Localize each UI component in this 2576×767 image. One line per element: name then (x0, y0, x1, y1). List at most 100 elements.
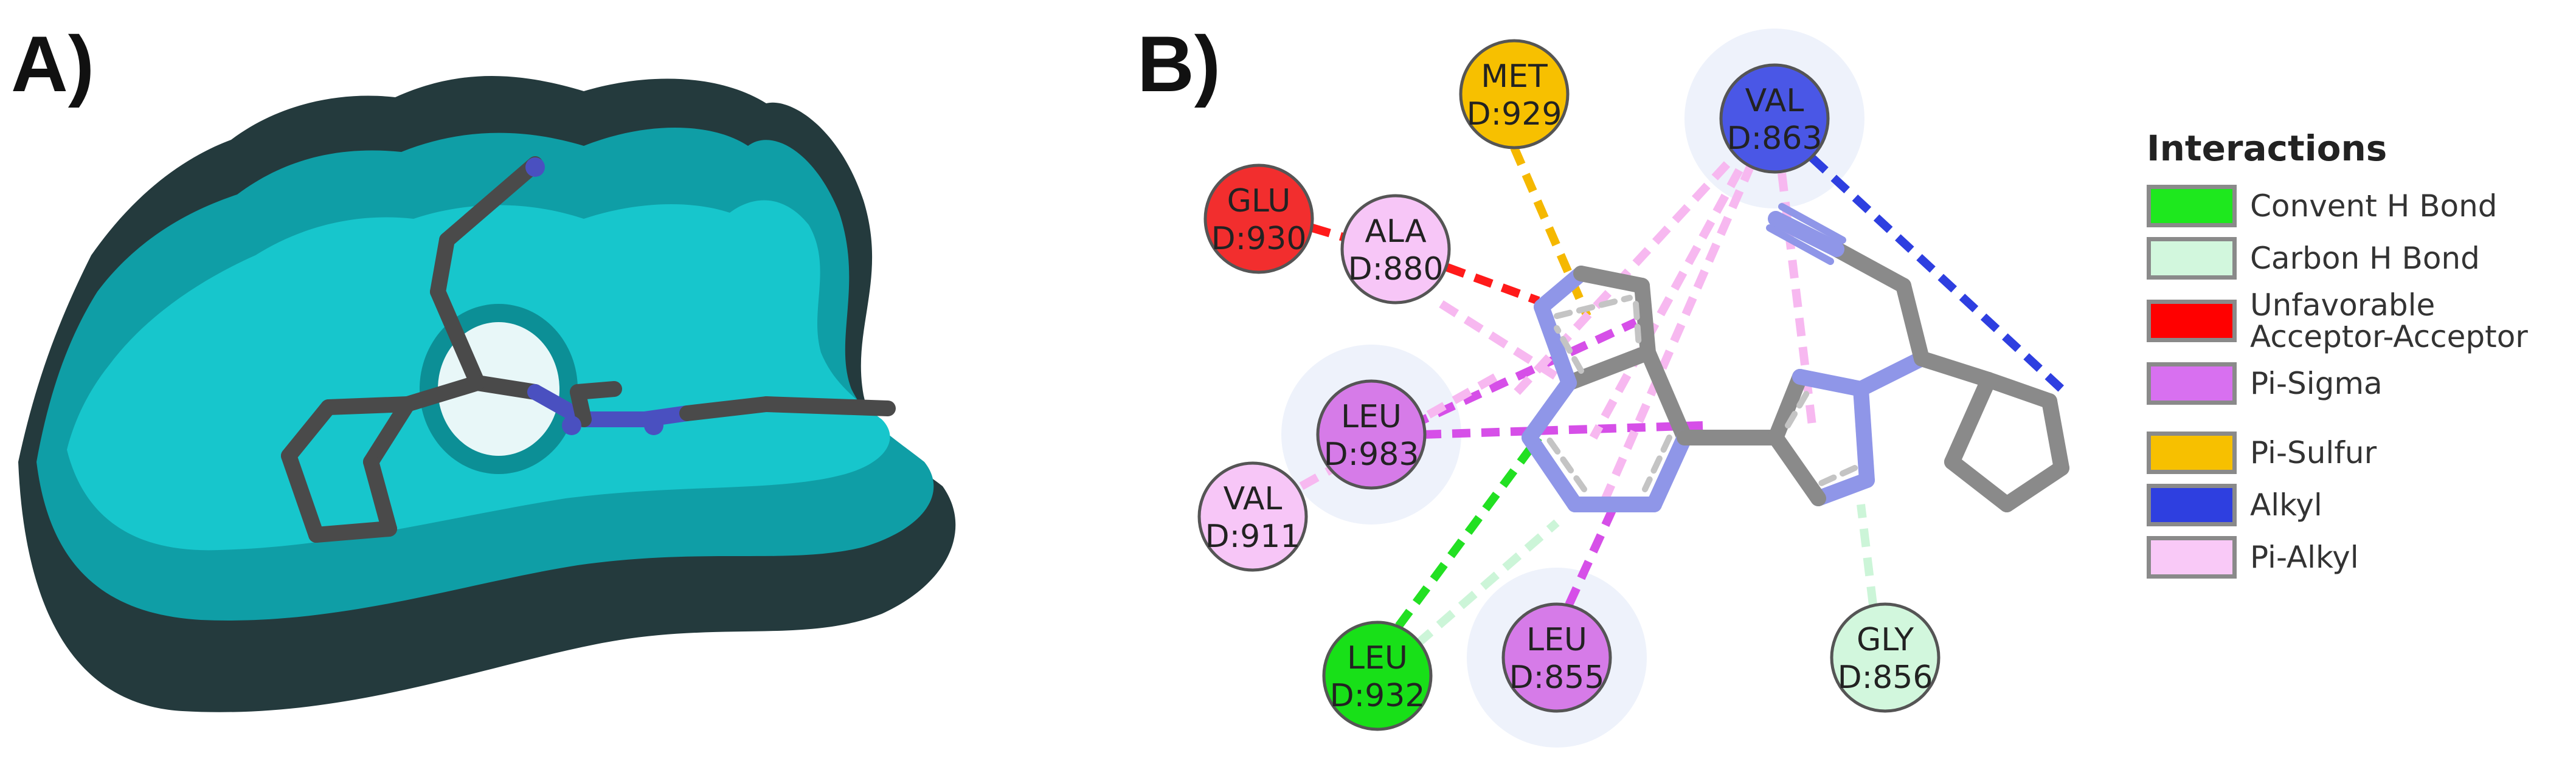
interaction-line-carbon-h-bond (1857, 504, 1877, 605)
ligand-bond (1810, 472, 1875, 506)
residue-number: D:911 (1205, 518, 1301, 555)
ligand-bond (1853, 351, 1930, 397)
residue-number: D:983 (1324, 436, 1419, 473)
residue-disc (1322, 621, 1433, 731)
legend-gap (2147, 414, 2566, 432)
ligand-3d-nitrogen-atom (644, 416, 663, 435)
ligand-3d-bond (281, 399, 336, 464)
residue-number: D:930 (1211, 221, 1307, 257)
ligand-bond (1534, 299, 1577, 391)
interaction-line-carbon-h-bond (1414, 519, 1560, 648)
ligand-bond (1646, 430, 1692, 512)
ligand-3d-bond (363, 454, 397, 537)
ligand-3d-bond (308, 521, 397, 543)
ligand-bond (1944, 454, 2015, 512)
residue-name: LEU (1526, 622, 1587, 658)
ligand-aromatic-bond (1642, 435, 1672, 492)
ligand-aromatic-bond (1818, 465, 1858, 486)
ligand-aromatic-bond (1554, 325, 1584, 374)
panel-a-label: A) (11, 19, 95, 108)
ligand-3d-bond (430, 232, 455, 300)
residue-disc (1316, 379, 1427, 490)
ligand-bond (1829, 241, 1911, 294)
residue-disc (1203, 163, 1314, 274)
ligand-bond (1534, 266, 1589, 315)
ligand-3d-bond (363, 396, 415, 470)
interaction-line-conventional-h-bond (1395, 435, 1542, 629)
ligand-bond (1522, 430, 1583, 512)
residue-name: MET (1481, 58, 1548, 95)
residue-number: D:929 (1467, 96, 1562, 132)
ligand-3d-bond (320, 396, 415, 415)
legend-swatch (2147, 536, 2237, 579)
ligand-bond (1792, 369, 1869, 397)
ligand-bond (1640, 345, 1692, 445)
residue-name: VAL (1745, 83, 1804, 119)
legend-swatch (2147, 237, 2237, 280)
legend-label: Alkyl (2250, 487, 2322, 523)
ligand-aromatic-bond (1785, 386, 1812, 428)
ligand-bond (1944, 372, 1996, 470)
ligand-3d-bond (679, 396, 774, 421)
nitrile-triple-bond (1778, 203, 1846, 244)
residue-name: LEU (1347, 640, 1408, 676)
residue-disc (1340, 194, 1451, 304)
ligand-bond (1853, 381, 1875, 488)
residue-number: D:863 (1727, 120, 1823, 157)
legend-swatch (2147, 300, 2237, 342)
ligand-bond (1999, 460, 2069, 512)
ligand-bond (1573, 266, 1650, 294)
residue-number: D:880 (1348, 251, 1444, 287)
legend-label: Pi-Sigma (2250, 366, 2383, 401)
ligand-3d-nitrogen-atom (562, 416, 581, 435)
ligand-3d-bond (570, 381, 622, 400)
legend-label: Pi-Sulfur (2250, 435, 2377, 470)
residue-disc (1197, 461, 1308, 572)
interaction-line-pi-alkyl (1601, 162, 1756, 500)
legend-item: Pi-Sigma (2147, 362, 2566, 405)
legend-swatch (2147, 432, 2237, 474)
ligand-2d (1522, 203, 2069, 512)
ligand-bond (1896, 278, 1930, 366)
interaction-line-pi-alkyl (1589, 168, 1743, 440)
ligand-3d-bond (430, 284, 485, 391)
legend-label: Pi-Alkyl (2250, 540, 2359, 575)
ligand-bond (1768, 369, 1808, 445)
residue-name: ALA (1365, 213, 1427, 250)
panel-b-label: B) (1137, 19, 1221, 108)
ligand-aromatic-bond (1554, 295, 1633, 319)
ligand-bond (2041, 393, 2069, 476)
ligand-bond (1522, 375, 1577, 445)
ligand-aromatic-bond (1545, 435, 1587, 492)
ligand-bond (1914, 351, 1996, 388)
ligand-3d-bond (400, 375, 485, 412)
legend-item: Pi-Sulfur (2147, 432, 2566, 474)
ligand-bond (1634, 278, 1656, 360)
legend-swatch (2147, 362, 2237, 405)
ligand-3d-nitrogen-atom (525, 157, 545, 177)
ligand-3d-bond (469, 375, 543, 400)
ligand-bond (1768, 430, 1826, 506)
legend-label: Carbon H Bond (2250, 241, 2480, 276)
interaction-line-pi-sigma (1422, 421, 1703, 439)
ligand-3d (281, 156, 896, 543)
residue-disc (1719, 63, 1830, 174)
legend-item: Unfavorable Acceptor-Acceptor (2147, 289, 2566, 353)
legend-item: Carbon H Bond (2147, 237, 2566, 280)
residue-name: LEU (1341, 399, 1402, 435)
ligand-3d-bond (281, 448, 324, 543)
residue-disc (1501, 602, 1612, 713)
residue-name: GLY (1857, 622, 1914, 658)
legend-swatch (2147, 185, 2237, 227)
